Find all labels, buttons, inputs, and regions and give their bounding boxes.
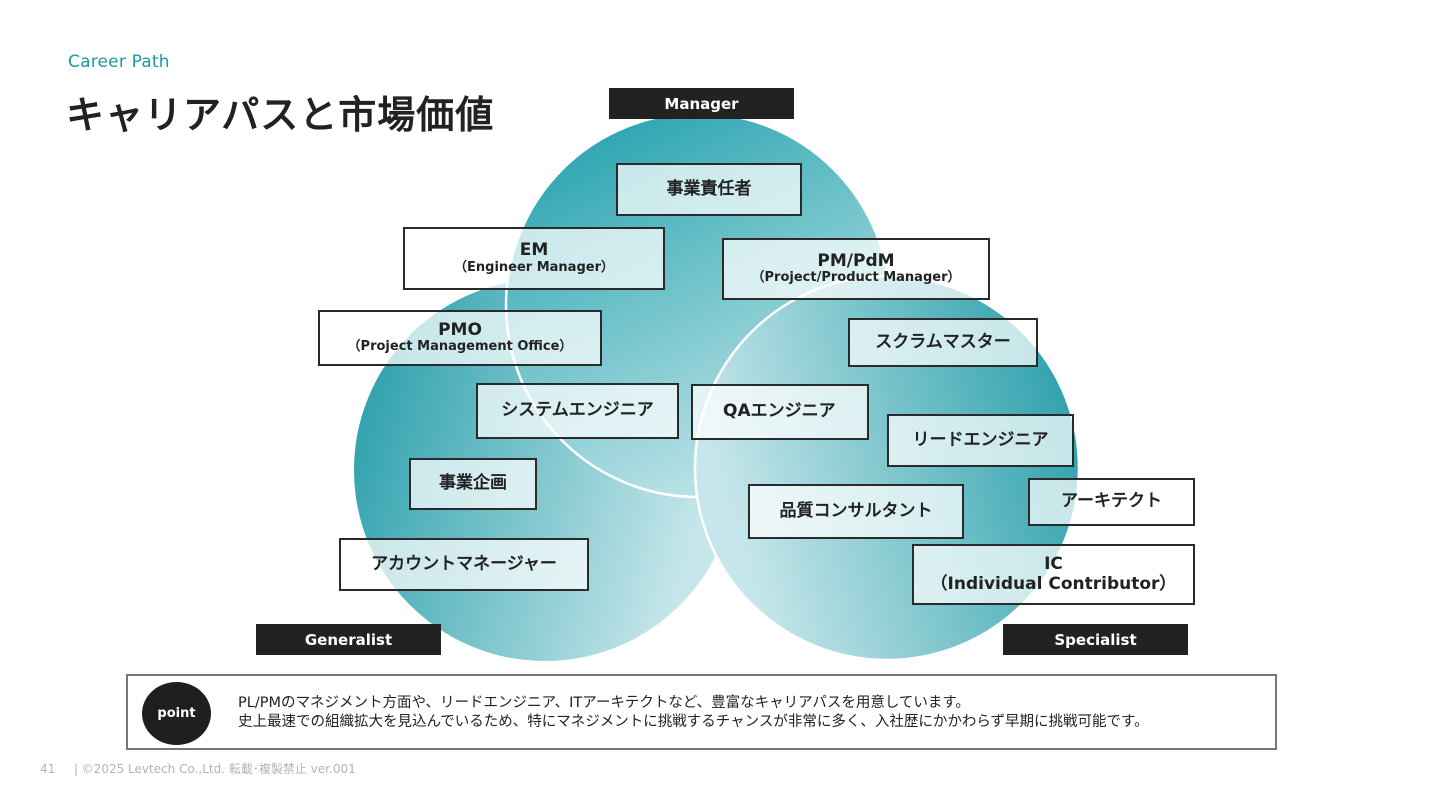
role-label: 事業責任者 — [666, 178, 752, 199]
page-number: 41 — [40, 762, 56, 776]
copyright: | ©2025 Levtech Co.,Ltd. 転載･複製禁止 ver.001 — [73, 762, 356, 776]
role-ic: IC （Individual Contributor） — [912, 544, 1195, 605]
category-label-specialist: Specialist — [1003, 624, 1188, 655]
role-label: QAエンジニア — [723, 401, 836, 422]
role-business-owner: 事業責任者 — [616, 163, 802, 216]
point-badge: point — [142, 682, 211, 745]
section-subtitle: Career Path — [68, 52, 170, 72]
role-qa-engineer: QAエンジニア — [691, 384, 869, 440]
role-scrum-master: スクラムマスター — [848, 318, 1038, 367]
category-label-generalist: Generalist — [256, 624, 441, 655]
role-pmo: PMO （Project Management Office） — [318, 310, 602, 366]
role-quality-consultant: 品質コンサルタント — [748, 484, 964, 539]
point-line-2: 史上最速での組織拡大を見込んでいるため、特にマネジメントに挑戦するチャンスが非常… — [238, 714, 1149, 730]
page-title: キャリアパスと市場価値 — [66, 93, 495, 137]
role-label: システムエンジニア — [501, 400, 654, 421]
role-label: リードエンジニア — [912, 429, 1049, 450]
role-label: PMO — [438, 319, 482, 340]
point-line-1: PL/PMのマネジメント方面や、リードエンジニア、ITアーキテクトなど、豊富なキ… — [238, 695, 970, 711]
role-label: IC — [1044, 553, 1063, 574]
category-label-manager: Manager — [609, 88, 794, 119]
role-sublabel: （Engineer Manager） — [454, 259, 614, 275]
role-account-manager: アカウントマネージャー — [339, 538, 589, 591]
role-label: 事業企画 — [439, 473, 507, 494]
role-label: スクラムマスター — [875, 331, 1011, 352]
role-em: EM （Engineer Manager） — [403, 227, 665, 290]
role-label: アカウントマネージャー — [371, 553, 557, 574]
role-sublabel: （Project/Product Manager） — [751, 270, 961, 286]
role-label: 品質コンサルタント — [779, 500, 933, 521]
point-callout: point PL/PMのマネジメント方面や、リードエンジニア、ITアーキテクトな… — [126, 674, 1277, 750]
role-sublabel: （Individual Contributor） — [930, 573, 1177, 594]
role-label: PM/PdM — [817, 250, 895, 271]
footer: 41 | ©2025 Levtech Co.,Ltd. 転載･複製禁止 ver.… — [40, 760, 356, 777]
role-sublabel: （Project Management Office） — [347, 339, 573, 355]
role-pm: PM/PdM （Project/Product Manager） — [722, 238, 990, 300]
role-system-engineer: システムエンジニア — [476, 383, 679, 439]
role-label: EM — [519, 240, 549, 261]
role-architect: アーキテクト — [1028, 478, 1195, 526]
role-lead-engineer: リードエンジニア — [887, 414, 1074, 467]
role-label: アーキテクト — [1061, 491, 1162, 512]
point-text: PL/PMのマネジメント方面や、リードエンジニア、ITアーキテクトなど、豊富なキ… — [238, 694, 1149, 732]
role-business-planning: 事業企画 — [409, 458, 537, 510]
